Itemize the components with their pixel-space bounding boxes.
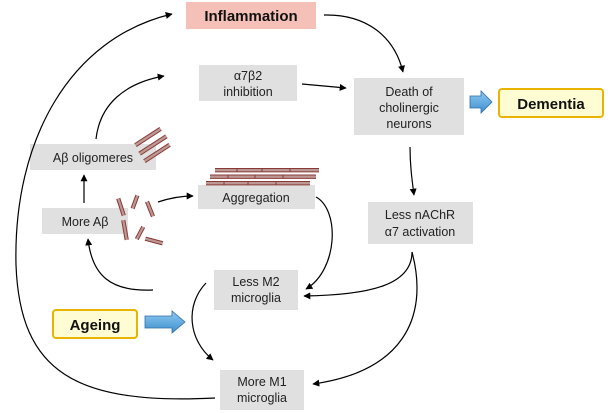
a7b2-line-1: α7β2 — [234, 69, 262, 83]
aggregation-node: Aggregation — [198, 185, 315, 209]
ageing-box — [52, 309, 138, 339]
arrow-aggregation-to-lessm2 — [305, 196, 333, 290]
arrow-inflammation-to-death — [323, 14, 405, 73]
more-m1-node: More M1 microglia — [220, 370, 304, 410]
arrow-a7b2-to-death — [301, 83, 347, 91]
monomer-fibrils-icon — [116, 194, 164, 246]
more-m1-line-1: More M1 — [237, 375, 286, 389]
death-line-2: cholinergic — [379, 101, 439, 115]
less-nachr-box — [368, 202, 473, 244]
death-cholinergic-box — [354, 78, 464, 135]
aggregate-fibrils-icon — [206, 168, 319, 186]
arrow-moreab-to-aggregation — [157, 192, 194, 203]
aggregation-box — [198, 185, 315, 209]
death-cholinergic-node: Death of cholinergic neurons — [354, 78, 464, 135]
arrow-morem1-to-inflammation — [15, 12, 216, 400]
ab-oligomeres-box — [30, 144, 156, 170]
dementia-label: Dementia — [517, 96, 585, 113]
more-m1-box — [220, 370, 304, 410]
more-ab-label: More Aβ — [62, 215, 109, 229]
more-ab-node: More Aβ — [42, 208, 128, 234]
more-m1-line-2: microglia — [237, 391, 287, 405]
ab-oligomeres-label: Aβ oligomeres — [53, 151, 133, 165]
ab-oligomeres-node: Aβ oligomeres — [30, 144, 156, 170]
ageing-node: Ageing — [52, 309, 138, 339]
a7b2-line-2: inhibition — [223, 85, 272, 99]
less-m2-box — [214, 270, 298, 310]
less-m2-line-2: microglia — [231, 291, 281, 305]
less-nachr-line-2: α7 activation — [385, 225, 456, 239]
death-line-1: Death of — [385, 85, 433, 99]
a7b2-inhibition-box — [199, 65, 297, 101]
arrow-death-to-nachr — [409, 146, 417, 196]
arrow-lessm2-to-moreab — [85, 238, 154, 291]
to-dementia-block-arrow — [469, 90, 493, 114]
less-m2-node: Less M2 microglia — [214, 270, 298, 310]
arrow-nachr-to-lessm2 — [303, 251, 413, 300]
less-nachr-node: Less nAChR α7 activation — [368, 202, 473, 244]
arrow-oligomeres-to-a7b2 — [95, 73, 165, 140]
dementia-node: Dementia — [498, 88, 604, 118]
inflammation-label: Inflammation — [204, 8, 297, 25]
arrow-nachr-to-morem1 — [312, 251, 418, 387]
less-nachr-line-1: Less nAChR — [385, 208, 455, 222]
a7b2-inhibition-node: α7β2 inhibition — [199, 65, 297, 101]
inflammation-box — [186, 2, 316, 29]
ageing-block-arrow — [144, 310, 186, 334]
inflammation-node: Inflammation — [186, 2, 316, 29]
ageing-label: Ageing — [70, 317, 121, 334]
aggregation-label: Aggregation — [222, 191, 289, 205]
arrow-lessm2-to-morem1 — [191, 282, 214, 361]
death-line-3: neurons — [386, 117, 431, 131]
more-ab-box — [42, 208, 128, 234]
dementia-box — [498, 88, 604, 118]
oligomer-fibrils-icon — [134, 126, 171, 164]
less-m2-line-1: Less M2 — [232, 275, 279, 289]
